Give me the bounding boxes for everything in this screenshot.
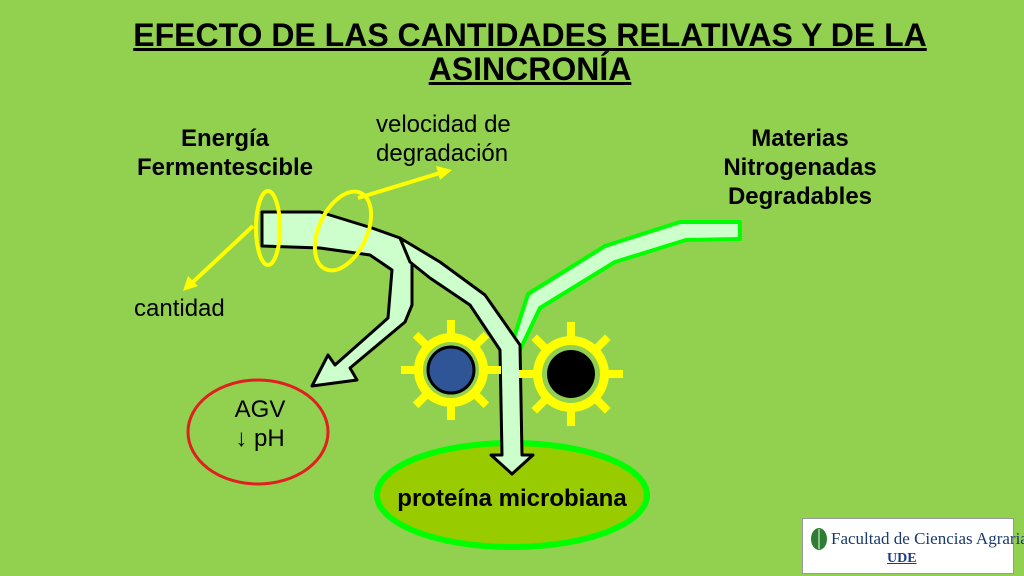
- microbe-blue: [401, 320, 501, 420]
- label-energia: Energía Fermentescible: [120, 124, 330, 182]
- leaf-icon: [811, 528, 827, 550]
- label-velocidad-line1: velocidad de: [376, 111, 511, 138]
- rate-ring: [312, 189, 374, 273]
- logo-ude: UDE: [887, 551, 917, 566]
- label-materias-line1: Materias: [751, 125, 849, 152]
- rate-pointer: [357, 171, 441, 200]
- nitrogen-arrow: [508, 220, 742, 352]
- label-velocidad: velocidad de degradación: [376, 110, 576, 168]
- quantity-pointer: [191, 224, 255, 284]
- faculty-logo: Facultad de Ciencias Agrarias UDE: [802, 518, 1024, 574]
- label-cantidad: cantidad: [134, 295, 225, 322]
- label-agv-line1: AGV: [234, 396, 286, 423]
- label-energia-line2: Fermentescible: [136, 154, 314, 181]
- label-ph-line: ↓ pH: [235, 425, 285, 452]
- quantity-pointer-head: [183, 276, 198, 291]
- rate-pointer-head: [436, 166, 452, 180]
- label-materias-line3: Degradables: [727, 183, 873, 210]
- agv-ellipse: [186, 378, 330, 486]
- energy-arrow-agv: [260, 210, 414, 388]
- label-energia-line1: Energía: [180, 125, 270, 152]
- label-materias: Materias Nitrogenadas Degradables: [690, 124, 910, 211]
- label-agv: AGV ↓ pH: [210, 395, 310, 453]
- label-materias-line2: Nitrogenadas: [723, 154, 877, 181]
- page-title: EFECTO DE LAS CANTIDADES RELATIVAS Y DE …: [133, 17, 927, 87]
- quantity-ring: [254, 189, 282, 267]
- microbe-black: [519, 322, 623, 426]
- logo-text: Facultad de Ciencias Agrarias: [831, 529, 1024, 548]
- label-velocidad-line2: degradación: [376, 140, 509, 167]
- label-proteina: proteína microbiana: [397, 485, 627, 512]
- energy-arrow-protein: [398, 236, 535, 476]
